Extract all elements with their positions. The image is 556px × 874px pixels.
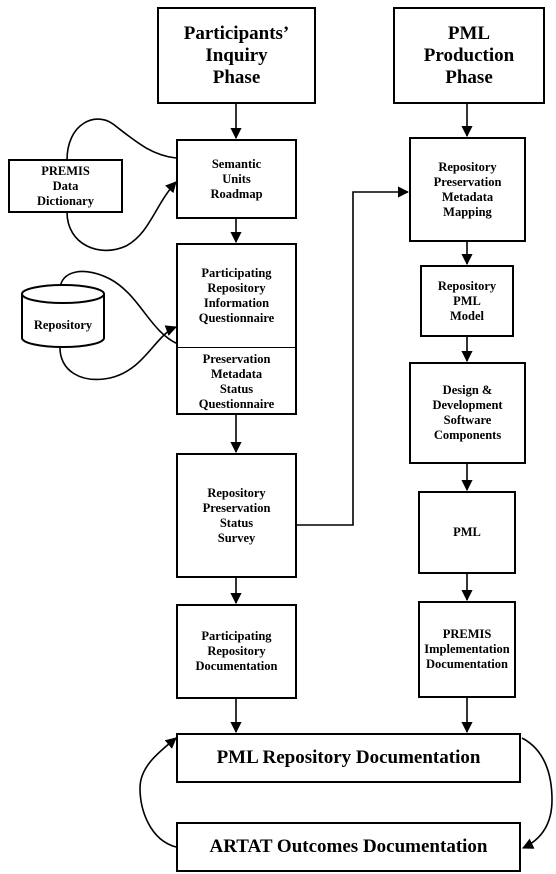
box-label-line: Participating <box>201 266 272 280</box>
participating-questionnaire-section: Participating Repository Information Que… <box>178 245 295 347</box>
box-label-line: Semantic <box>211 156 262 171</box>
premis-implementation-documentation-box: PREMIS Implementation Documentation <box>418 601 516 698</box>
box-label-line: Preservation <box>202 500 271 515</box>
box-label-line: Metadata <box>210 367 263 381</box>
box-label-line: Metadata <box>441 189 494 204</box>
box-label-line: Repository <box>207 485 266 500</box>
box-label-line: ARTAT Outcomes Documentation <box>209 836 488 857</box>
box-label-line: Questionnaire <box>198 397 275 411</box>
box-label-line: Dictionary <box>37 193 94 208</box>
phase-label-line: Inquiry <box>205 44 268 66</box>
loop-pml-doc-to-artat <box>521 737 553 849</box>
phase-label-line: Phase <box>445 66 493 88</box>
pml-box: PML <box>418 491 516 574</box>
participants-inquiry-phase-box: Participants’ Inquiry Phase <box>157 7 316 104</box>
box-label-line: Mapping <box>443 204 492 219</box>
repository-label: Repository <box>33 318 93 332</box>
repository-preservation-status-survey-box: Repository Preservation Status Survey <box>176 453 297 578</box>
questionnaire-divider <box>178 347 295 348</box>
box-label-line: Units <box>222 171 251 186</box>
design-development-software-components-box: Design & Development Software Components <box>409 362 526 464</box>
box-label-line: Roadmap <box>210 186 263 201</box>
loop-premis-dictionary <box>66 118 176 252</box>
box-label-line: Software <box>443 413 492 427</box>
box-label-line: Documentation <box>195 659 278 673</box>
box-label-line: Participating <box>201 629 272 643</box>
box-label-line: Status <box>219 382 254 396</box>
box-label-line: PML <box>453 525 481 539</box>
box-label-line: Information <box>203 296 270 310</box>
box-label-line: PML Repository Documentation <box>216 747 481 768</box>
premis-data-dictionary-box: PREMIS Data Dictionary <box>8 159 123 213</box>
loop-artat-to-pml-doc <box>139 737 177 848</box>
semantic-units-roadmap-box: Semantic Units Roadmap <box>176 139 297 219</box>
repository-cylinder-shape <box>21 284 105 348</box>
preservation-questionnaire-section: Preservation Metadata Status Questionnai… <box>178 349 295 415</box>
box-label-line: Status <box>219 515 254 530</box>
box-label-line: Development <box>432 398 503 412</box>
loop-repository <box>59 270 178 381</box>
box-label-line: PREMIS <box>442 627 492 641</box>
box-label-line: Repository <box>207 644 266 658</box>
box-label-line: PML <box>453 293 481 308</box>
participating-repository-documentation-box: Participating Repository Documentation <box>176 604 297 699</box>
box-label-line: Survey <box>217 530 256 545</box>
box-label-line: Questionnaire <box>198 311 275 325</box>
box-label-line: Preservation <box>433 174 502 189</box>
phase-label-line: Phase <box>212 66 261 88</box>
arrow-survey-to-mapping <box>297 186 410 526</box>
box-label-line: Implementation <box>424 642 510 656</box>
pml-repository-documentation-box: PML Repository Documentation <box>176 733 521 783</box>
box-label-line: Preservation <box>202 352 271 366</box>
box-label-line: Documentation <box>426 657 508 671</box>
phase-label-line: Production <box>423 44 515 66</box>
box-label-line: Design & <box>442 383 493 397</box>
box-label-line: Model <box>449 308 485 323</box>
repository-preservation-metadata-mapping-box: Repository Preservation Metadata Mapping <box>409 137 526 242</box>
box-label-line: Components <box>433 428 502 442</box>
phase-label-line: Participants’ <box>183 22 290 44</box>
box-label-line: Repository <box>437 278 497 293</box>
box-label-line: Repository <box>438 159 497 174</box>
artat-outcomes-documentation-box: ARTAT Outcomes Documentation <box>176 822 521 872</box>
box-label-line: PREMIS <box>41 163 90 178</box>
repository-pml-model-box: Repository PML Model <box>420 265 514 337</box>
questionnaires-box: Participating Repository Information Que… <box>176 243 297 415</box>
phase-label-line: PML <box>447 22 491 44</box>
box-label-line: Data <box>52 178 79 193</box>
pml-production-phase-box: PML Production Phase <box>393 7 545 104</box>
box-label-line: Repository <box>207 281 266 295</box>
